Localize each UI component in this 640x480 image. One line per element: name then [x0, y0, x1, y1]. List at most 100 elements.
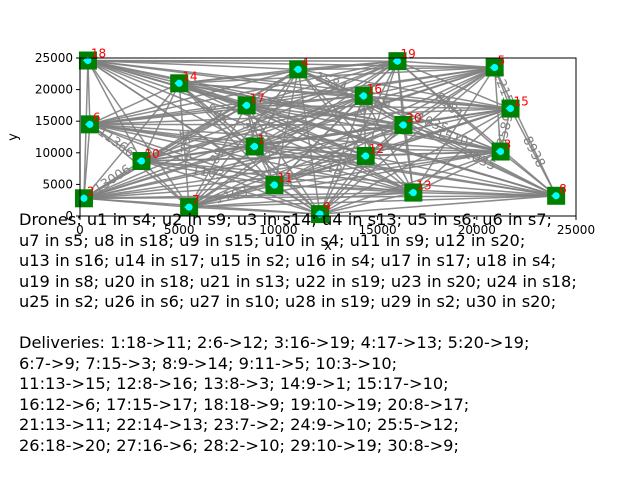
edge-line-11-20	[274, 124, 404, 186]
drone-arrow-17	[241, 101, 247, 110]
edge-length-label: 89	[207, 145, 228, 167]
edge-line-10-11	[141, 160, 275, 186]
drone-arrow-13	[408, 188, 414, 197]
station-label-13: 13	[416, 179, 431, 193]
drone-arrow-10	[136, 157, 142, 166]
drone-arrow-2	[78, 194, 84, 203]
edge-line-5-7	[188, 66, 495, 208]
edge-line-6-8	[89, 123, 557, 197]
x-tick-label: 5000	[164, 223, 195, 237]
x-tick-label: 20000	[458, 223, 496, 237]
edge-length-label: 31	[240, 117, 261, 137]
plot-frame	[79, 57, 577, 217]
drone-arrow-8	[551, 191, 557, 200]
y-tick-label: 20000	[35, 83, 73, 97]
edge-line-13-15	[412, 107, 512, 194]
edge-line-8-13	[413, 191, 557, 197]
station-label-3: 3	[504, 138, 512, 152]
drone-arrow-5	[489, 63, 495, 72]
edge-line-13-14	[178, 82, 414, 194]
drone-arrow-11	[269, 181, 275, 190]
y-tick-label: 15000	[35, 114, 73, 128]
edge-line-2-8	[83, 195, 557, 200]
station-label-6: 6	[93, 110, 101, 124]
edge-line-4-18	[87, 59, 299, 71]
edge-line-3-7	[188, 150, 501, 208]
edge-line-11-14	[178, 82, 275, 186]
edge-line-6-16	[89, 95, 364, 126]
edge-length-label: 13	[324, 160, 344, 179]
y-tick-label: 25000	[35, 51, 73, 65]
station-label-8: 8	[559, 182, 567, 196]
edge-line-18-20	[87, 59, 404, 126]
edge-line-5-16	[363, 66, 495, 97]
edge-line-5-8	[493, 67, 557, 197]
edge-line-16-18	[87, 59, 364, 97]
x-tick-label: 0	[76, 223, 84, 237]
drone-arrow-3	[495, 147, 501, 156]
edge-line-9-13	[319, 191, 414, 215]
edge-line-6-18	[87, 60, 91, 125]
edge-line-3-11	[274, 150, 501, 186]
edge-line-15-20	[403, 107, 511, 126]
edge-line-2-15	[83, 107, 511, 200]
station-label-10: 10	[145, 147, 160, 161]
edge-line-5-13	[412, 67, 496, 194]
station-label-17: 17	[250, 91, 265, 105]
drone-arrow-12	[360, 151, 366, 160]
edge-line-9-17	[246, 104, 321, 215]
drone-arrow-6	[84, 120, 90, 129]
edge-line-5-19	[397, 60, 495, 69]
edge-line-3-12	[365, 150, 501, 157]
station-label-11: 11	[277, 171, 292, 185]
drone-arrow-14	[174, 79, 180, 88]
edge-line-5-20	[402, 66, 496, 126]
x-tick-label: 15000	[359, 223, 397, 237]
edge-line-8-19	[396, 60, 557, 197]
station-label-18: 18	[91, 47, 106, 61]
edge-line-12-16	[362, 95, 367, 156]
edge-line-10-19	[141, 60, 398, 162]
edge-line-10-20	[141, 124, 404, 162]
edge-line-7-16	[188, 95, 365, 208]
station-label-7: 7	[192, 193, 200, 207]
edge-line-1-14	[178, 82, 256, 148]
drone-arrow-15	[505, 104, 511, 113]
edge-line-6-9	[89, 123, 321, 215]
edge-line-10-18	[87, 60, 143, 162]
edge-line-15-18	[87, 59, 511, 110]
edge-line-18-19	[87, 59, 398, 62]
edge-line-9-20	[319, 124, 404, 215]
edge-line-11-18	[87, 59, 275, 186]
edge-line-12-17	[246, 104, 366, 157]
edge-line-5-14	[179, 66, 495, 85]
y-tick-label: 5000	[42, 177, 73, 191]
edge-length-label: 3589	[495, 112, 517, 148]
station-label-1: 1	[258, 132, 266, 146]
edge-line-11-13	[274, 184, 414, 194]
edge-line-15-19	[397, 60, 511, 110]
edge-line-14-19	[179, 60, 398, 85]
edge-layer	[83, 59, 557, 215]
edge-line-13-18	[87, 59, 414, 194]
station-label-12: 12	[369, 142, 384, 156]
x-tick-label: 25000	[557, 223, 595, 237]
drone-arrow-4	[293, 65, 299, 74]
edge-line-7-18	[87, 60, 190, 208]
drone-arrow-7	[184, 203, 190, 212]
edge-line-13-20	[402, 124, 415, 193]
y-axis-label: y	[6, 133, 21, 141]
drone-arrow-1	[249, 142, 255, 151]
edge-line-13-17	[246, 104, 414, 194]
edge-length-label: 1103	[190, 163, 225, 184]
edge-line-4-16	[297, 68, 364, 97]
x-axis-label: x	[324, 239, 332, 254]
edge-line-7-19	[188, 60, 398, 208]
edge-line-8-16	[363, 95, 557, 197]
drone-arrow-20	[398, 120, 404, 129]
edge-line-4-9	[297, 69, 321, 215]
edge-line-7-20	[188, 124, 404, 208]
x-tick-label: 10000	[259, 223, 297, 237]
station-label-19: 19	[400, 47, 415, 61]
